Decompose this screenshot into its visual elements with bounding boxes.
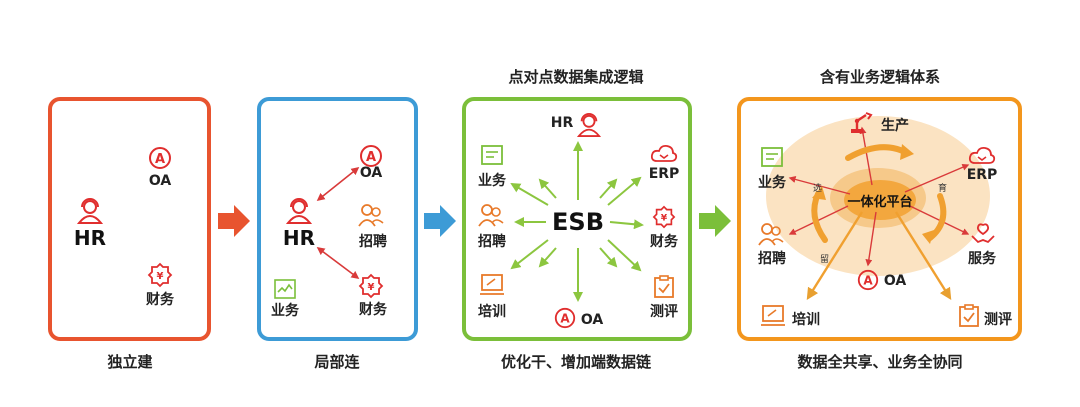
- business-book-icon: [761, 147, 783, 167]
- assessment-icon: [654, 275, 674, 298]
- erp-label: ERP: [966, 167, 998, 183]
- esb-diag-b: [599, 178, 618, 199]
- finance-label: 财务: [146, 292, 174, 308]
- erp-label: ERP: [648, 166, 680, 182]
- cycle-right: [927, 193, 947, 241]
- finance-icon: ¥: [652, 205, 676, 229]
- recruit-label: 招聘: [359, 234, 387, 250]
- svg-text:A: A: [155, 152, 165, 167]
- arrow-blue: [424, 205, 456, 237]
- person-headset-icon: [576, 113, 602, 137]
- panel3-top-title: 点对点数据集成逻辑: [508, 68, 644, 86]
- link-hr-finance: [316, 247, 360, 279]
- recruit-label: 招聘: [478, 234, 506, 250]
- platform-label: 一体化平台: [847, 195, 913, 210]
- plat-business: [788, 176, 851, 195]
- esb-training: [510, 239, 549, 270]
- plat-assessment: [894, 211, 952, 301]
- assessment-label: 测评: [650, 304, 678, 320]
- finance-label: 财务: [650, 234, 678, 250]
- training-label: 培训: [792, 312, 820, 328]
- business-book-icon: [481, 145, 503, 165]
- hr-label: HR: [282, 226, 316, 250]
- person-headset-icon: [285, 198, 313, 224]
- hr-label: HR: [73, 226, 107, 250]
- svg-text:¥: ¥: [661, 213, 668, 224]
- production-label: 生产: [881, 118, 909, 134]
- service-hands-icon: [971, 223, 995, 244]
- oa-label: OA: [359, 165, 383, 181]
- production-robot-arm-icon: [851, 112, 873, 133]
- recruit-icon: [358, 204, 384, 227]
- hr-label: HR: [550, 115, 574, 131]
- cycle-select-label: 选: [813, 184, 823, 194]
- esb-business: [510, 182, 549, 206]
- plat-recruit: [788, 205, 849, 235]
- esb-diag-d: [599, 247, 618, 268]
- svg-text:¥: ¥: [157, 271, 164, 282]
- panel-independent: [48, 97, 211, 341]
- esb-assessment: [607, 239, 642, 272]
- oa-icon: A: [554, 307, 576, 329]
- assessment-label: 测评: [984, 312, 1012, 328]
- plat-erp: [904, 163, 970, 193]
- assessment-icon: [959, 304, 979, 327]
- recruit-label: 招聘: [758, 251, 786, 267]
- svg-text:A: A: [366, 150, 376, 165]
- training-label: 培训: [478, 304, 506, 320]
- esb-finance: [609, 219, 644, 230]
- business-label: 业务: [478, 173, 506, 189]
- panel4-top-title: 含有业务逻辑体系: [819, 68, 941, 86]
- business-chart-icon: [274, 279, 296, 299]
- cycle-left: [811, 191, 828, 243]
- training-icon: [480, 274, 504, 295]
- arrow-orange: [218, 205, 250, 237]
- plat-service: [909, 205, 970, 235]
- panel1-caption: 独立建: [107, 353, 153, 371]
- panel-partial: [257, 97, 418, 341]
- business-label: 业务: [758, 175, 786, 191]
- person-headset-icon: [76, 198, 104, 224]
- erp-cloud-icon: [650, 144, 678, 162]
- recruit-icon: [478, 204, 504, 227]
- oa-icon: A: [149, 147, 171, 169]
- recruit-icon: [758, 223, 784, 246]
- panel2-caption: 局部连: [314, 353, 360, 371]
- panel3-caption: 优化干、增加端数据链: [500, 353, 652, 371]
- plat-training: [806, 211, 864, 301]
- svg-text:A: A: [863, 274, 873, 288]
- cycle-retain-label: 留: [820, 255, 830, 265]
- oa-icon: A: [857, 269, 879, 291]
- training-icon: [761, 305, 785, 326]
- esb-erp: [607, 176, 642, 206]
- svg-text:¥: ¥: [368, 282, 375, 293]
- cycle-develop-label: 育: [938, 184, 948, 194]
- oa-label: OA: [580, 312, 604, 328]
- plat-production: [859, 126, 873, 186]
- esb-diag-a: [538, 178, 557, 199]
- erp-cloud-icon: [968, 146, 996, 164]
- cycle-top: [845, 144, 908, 161]
- link-hr-oa: [316, 167, 360, 201]
- business-label: 业务: [271, 303, 299, 319]
- oa-label: OA: [148, 173, 172, 189]
- svg-text:A: A: [560, 312, 570, 326]
- plat-oa: [865, 211, 877, 267]
- esb-label: ESB: [552, 208, 604, 236]
- finance-icon: ¥: [358, 273, 384, 299]
- arrow-green: [699, 205, 731, 237]
- oa-icon: A: [360, 145, 382, 167]
- esb-diag-c: [538, 247, 557, 268]
- finance-label: 财务: [359, 302, 387, 318]
- finance-icon: ¥: [147, 262, 173, 288]
- oa-label: OA: [883, 273, 907, 289]
- panel4-caption: 数据全共享、业务全协同: [797, 353, 963, 371]
- service-label: 服务: [968, 251, 996, 267]
